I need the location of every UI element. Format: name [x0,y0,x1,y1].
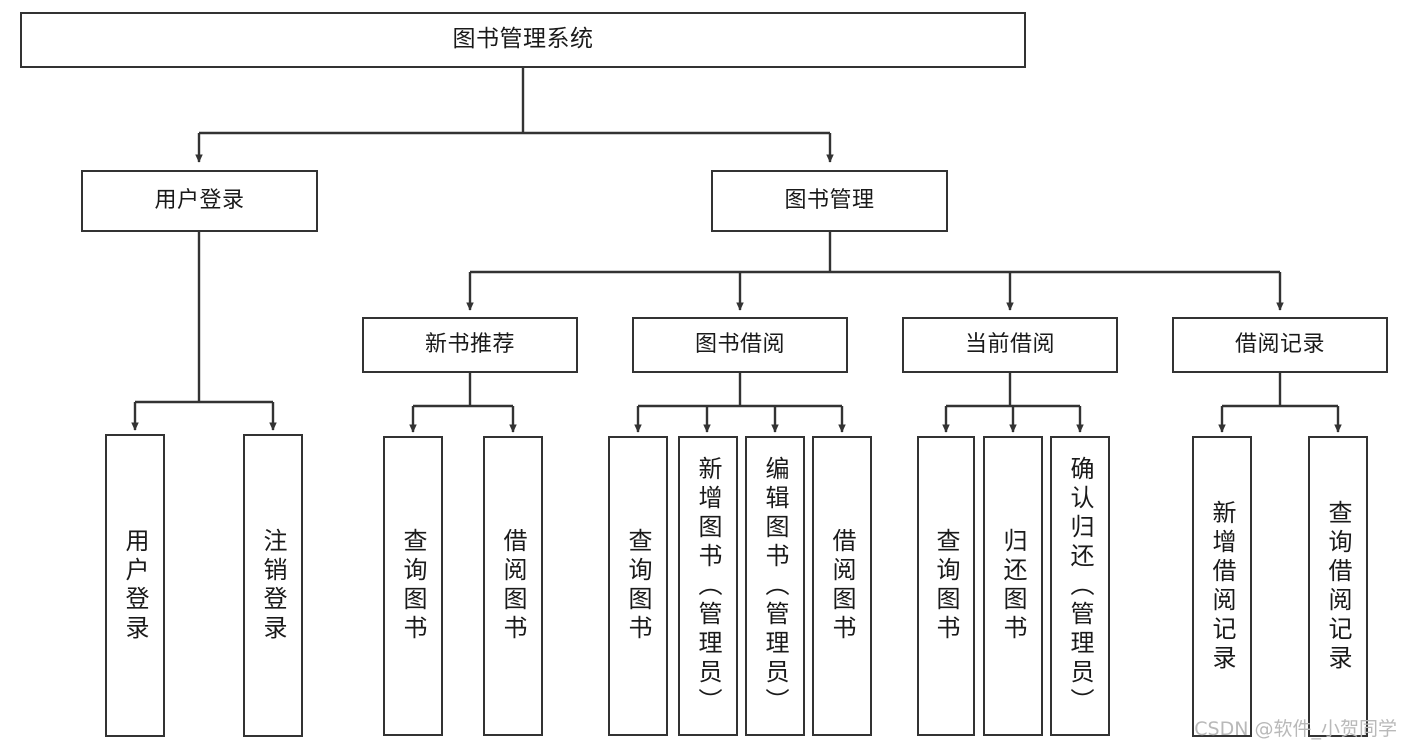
leaf-borrow-borrow-book[interactable]: 借阅图书 [812,436,872,736]
node-label: 编辑图书（管理员） [761,455,789,717]
node-book-management[interactable]: 图书管理 [711,170,948,232]
node-label: 图书借阅 [694,332,785,358]
leaf-recommend-query-book[interactable]: 查询图书 [383,436,443,736]
leaf-borrow-edit-book-admin[interactable]: 编辑图书（管理员） [745,436,805,736]
node-current-borrow[interactable]: 当前借阅 [902,317,1118,373]
leaf-borrow-add-book-admin[interactable]: 新增图书（管理员） [678,436,738,736]
node-label: 注销登录 [259,527,287,644]
leaf-record-add-record[interactable]: 新增借阅记录 [1192,436,1252,737]
node-root-system[interactable]: 图书管理系统 [20,12,1026,68]
node-label: 查询图书 [932,528,960,644]
node-label: 确认归还（管理员） [1066,455,1094,717]
node-label: 借阅图书 [828,528,856,644]
node-new-book-recommend[interactable]: 新书推荐 [362,317,578,373]
node-label: 借阅图书 [499,528,527,644]
node-label: 新增图书（管理员） [694,455,722,717]
node-label: 图书管理 [784,188,875,214]
leaf-borrow-query-book[interactable]: 查询图书 [608,436,668,736]
leaf-current-return-book[interactable]: 归还图书 [983,436,1043,736]
node-label: 当前借阅 [964,332,1055,358]
node-label: 用户登录 [121,527,149,644]
node-user-login[interactable]: 用户登录 [81,170,318,232]
node-label: 借阅记录 [1234,332,1325,358]
node-label: 用户登录 [154,188,245,214]
node-label: 查询图书 [399,528,427,644]
node-borrow-record[interactable]: 借阅记录 [1172,317,1388,373]
leaf-user-login[interactable]: 用户登录 [105,434,165,737]
node-label: 查询图书 [624,528,652,644]
node-book-borrow[interactable]: 图书借阅 [632,317,848,373]
leaf-recommend-borrow-book[interactable]: 借阅图书 [483,436,543,736]
node-label: 归还图书 [999,528,1027,644]
leaf-current-confirm-return-admin[interactable]: 确认归还（管理员） [1050,436,1110,736]
leaf-current-query-book[interactable]: 查询图书 [917,436,975,736]
node-label: 图书管理系统 [452,26,594,53]
leaf-record-query-record[interactable]: 查询借阅记录 [1308,436,1368,737]
leaf-user-logout[interactable]: 注销登录 [243,434,303,737]
node-label: 新增借阅记录 [1208,499,1236,674]
node-label: 新书推荐 [424,332,515,358]
node-label: 查询借阅记录 [1324,499,1352,674]
